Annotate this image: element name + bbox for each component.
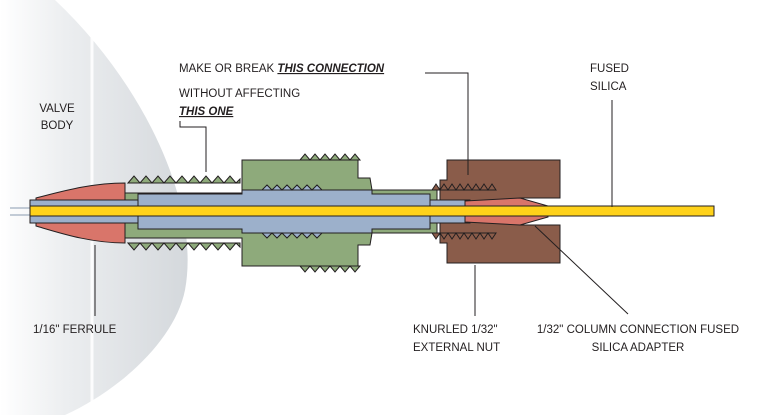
leader-make-break bbox=[425, 72, 469, 175]
without-affecting-label: WITHOUT AFFECTING bbox=[179, 88, 300, 100]
knurled-nut-threads-bottom bbox=[431, 232, 497, 240]
leader-adapter bbox=[534, 225, 629, 315]
union-threads-right-top bbox=[298, 153, 362, 161]
make-break-label: MAKE OR BREAK THIS CONNECTION bbox=[179, 63, 385, 75]
ferrule-label: 1/16" FERRULE bbox=[33, 324, 117, 336]
adapter-label-line2: SILICA ADAPTER bbox=[592, 342, 685, 354]
union-threads-bottom bbox=[126, 242, 241, 251]
leader-this-one bbox=[179, 121, 207, 172]
valve-body-label-line2: BODY bbox=[41, 120, 74, 132]
make-break-prefix: MAKE OR BREAK bbox=[179, 63, 277, 75]
tube-threads-bottom bbox=[260, 232, 324, 239]
union-threads-right-bottom bbox=[298, 265, 362, 273]
tube-threads-top bbox=[260, 184, 324, 191]
knurled-nut-threads-top bbox=[431, 183, 497, 191]
union-threads-top bbox=[126, 175, 241, 184]
fused-silica-label-line1: FUSED bbox=[590, 63, 629, 75]
this-connection-emphasis: THIS CONNECTION bbox=[277, 63, 384, 75]
knurled-nut-label-line2: EXTERNAL NUT bbox=[413, 342, 500, 354]
valve-body-label-line1: VALVE bbox=[39, 103, 75, 115]
adapter-label-line1: 1/32" COLUMN CONNECTION FUSED bbox=[537, 324, 739, 336]
knurled-nut-label-line1: KNURLED 1/32" bbox=[413, 324, 498, 336]
fused-silica-label-line2: SILICA bbox=[590, 81, 627, 93]
fused-silica-capillary bbox=[29, 205, 715, 217]
this-one-label: THIS ONE bbox=[179, 106, 234, 118]
